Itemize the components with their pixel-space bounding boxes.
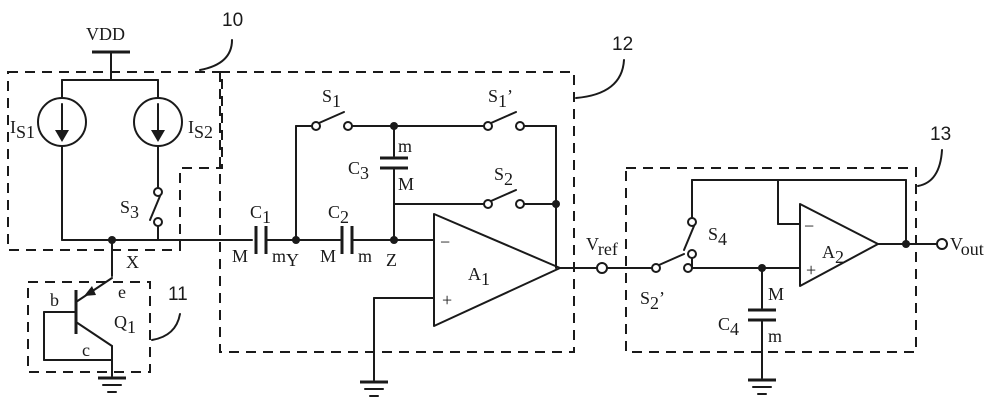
c4-plate-b-label: m [768,326,782,346]
c1-plate-b-label: m [272,246,286,266]
current-source-is1 [37,97,87,147]
vout-label: Vout [950,234,984,259]
switch-s2-prime [651,253,693,273]
s3-label: S3 [120,197,139,222]
s4-label: S4 [708,224,727,249]
capacitor-c4 [748,308,776,322]
a2-plus-label: + [806,260,816,280]
switch-s1 [311,111,353,131]
s1-prime-label: S1’ [488,86,513,111]
ground-a1 [360,380,388,397]
c3-plate-a-label: m [398,136,412,156]
c3-label: C3 [348,158,369,183]
c4-plate-a-label: M [768,284,784,304]
s2-label: S2 [494,164,513,189]
q1-collector-label: c [82,340,90,360]
a2-minus-label: − [804,216,814,236]
opamp-a2 [799,203,879,287]
q1-emitter-label: e [118,282,126,302]
c2-plate-a-label: M [320,246,336,266]
c1-plate-a-label: M [232,246,248,266]
q1-label: Q1 [114,312,136,337]
switch-s4 [683,217,697,259]
block-13-box [625,167,917,353]
switch-s3 [149,187,163,227]
ground-c4 [748,378,776,395]
capacitor-c3 [380,156,408,170]
switch-s1-prime [483,111,525,131]
capacitor-c1 [254,226,268,254]
a1-label: A1 [468,264,490,289]
transistor-q1 [43,277,113,377]
q1-base-label: b [50,290,59,310]
block-12-box [219,71,575,353]
switch-s2 [483,189,525,209]
c4-label: C4 [718,314,739,339]
block-12-leader [575,59,625,99]
s1-label: S1 [322,86,341,111]
node-y-label: Y [286,250,299,270]
opamp-a1 [433,213,561,327]
node-x-label: X [126,252,139,272]
a1-minus-label: − [440,232,450,252]
vdd-label: VDD [86,24,125,44]
c2-label: C2 [328,202,349,227]
block-10-leader [199,39,233,71]
vref-terminal [596,262,608,274]
is2-label: IS2 [188,117,213,142]
vout-terminal [936,238,948,250]
block-12-label: 12 [612,34,633,55]
block-13-leader [917,149,943,187]
block-10-label: 10 [222,10,243,31]
is1-label: IS1 [10,117,35,142]
ground-q1 [98,376,126,393]
block-13-label: 13 [930,124,951,145]
block-11-box [27,281,151,373]
a2-output-node [902,240,910,248]
c1-label: C1 [250,202,271,227]
c3-plate-b-label: M [398,174,414,194]
capacitor-c2 [340,226,354,254]
vref-label: Vref [586,234,618,259]
block-11-label: 11 [168,284,188,305]
node-z-label: Z [386,250,397,270]
a2-label: A2 [822,242,844,267]
a1-plus-label: + [442,290,452,310]
block-10-box [7,71,223,251]
current-source-is2 [133,97,183,147]
block-11-leader [151,313,181,341]
s2-prime-label: S2’ [640,288,665,313]
c2-plate-b-label: m [358,246,372,266]
